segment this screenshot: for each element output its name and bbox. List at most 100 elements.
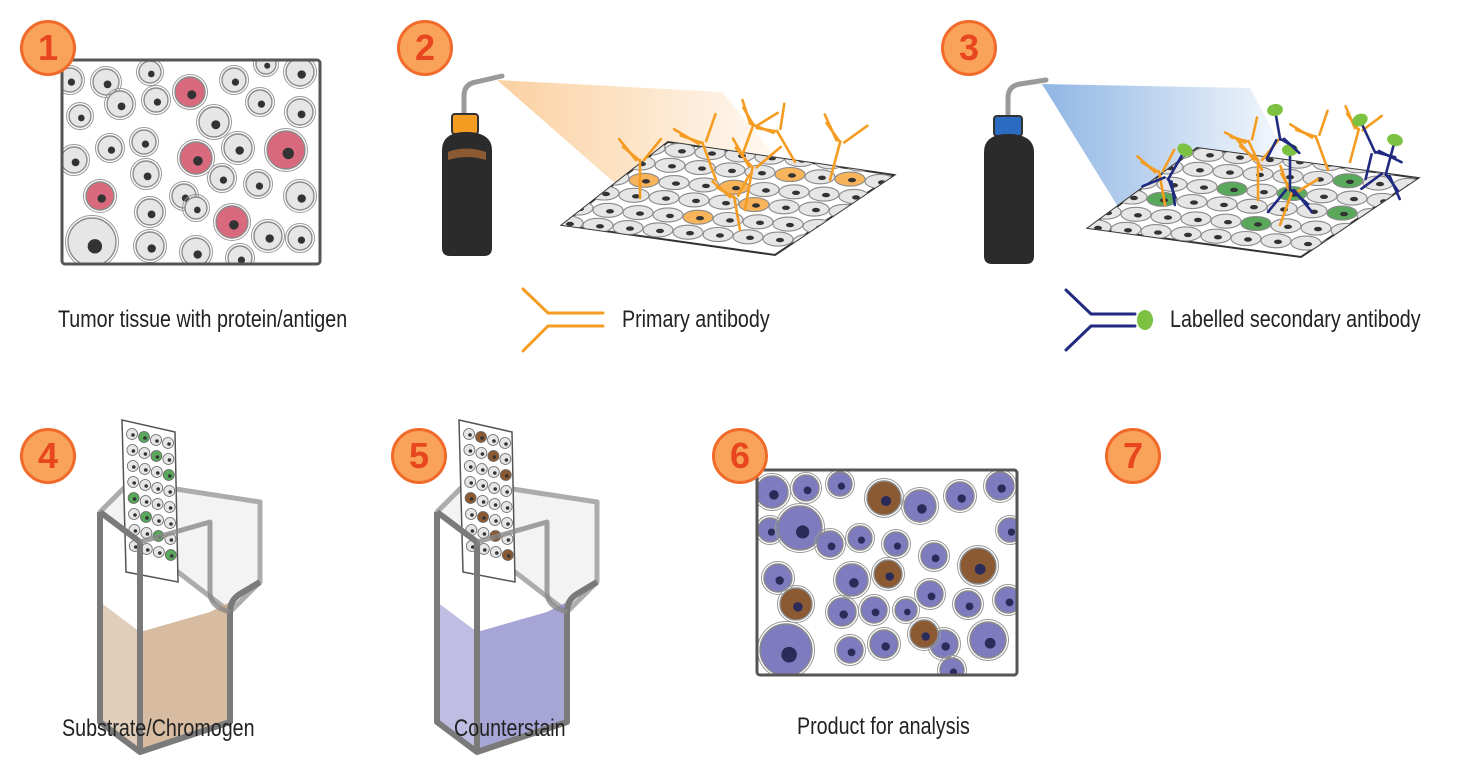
- cell-normal: [243, 169, 273, 199]
- slide-cell: [1170, 226, 1202, 242]
- brown-stained-cell: [871, 557, 905, 591]
- brown-stained-cell: [957, 545, 999, 587]
- stained-cell: [1326, 205, 1358, 221]
- slide-cell: [1336, 190, 1368, 206]
- tissue-cells: [62, 60, 317, 264]
- cell-normal: [285, 223, 315, 253]
- counterstained-cell: [943, 479, 977, 513]
- step-6-label: Product for analysis: [797, 713, 970, 740]
- cell-antigen: [177, 139, 215, 177]
- counterstained-cell: [814, 528, 846, 560]
- cell-normal: [62, 65, 85, 95]
- cell-normal: [90, 66, 122, 98]
- stained-cell: [628, 172, 660, 188]
- antibody-complexes: [1136, 103, 1403, 227]
- slide-cell: [874, 158, 894, 174]
- brown-stained-cell: [864, 478, 904, 518]
- counterstained-cell: [892, 596, 920, 624]
- cell-antigen: [83, 179, 117, 213]
- slide-cell: [792, 233, 824, 249]
- slide-cell: [1272, 168, 1304, 184]
- wash-bottle-blue: [984, 77, 1049, 264]
- slide-cell: [1186, 179, 1218, 195]
- counterstained-cell: [790, 472, 822, 504]
- slide-cell: [772, 216, 804, 232]
- slide-cell: [1270, 218, 1302, 234]
- primary-antibody: [1289, 109, 1330, 172]
- slide-cell: [658, 175, 690, 191]
- slide: [121, 419, 179, 583]
- slide-cell: [1110, 221, 1142, 237]
- slide-cell: [588, 185, 620, 201]
- primary-antibody: [1223, 116, 1264, 172]
- cell-normal: [225, 243, 255, 264]
- panel-5-staining-jar: [434, 419, 600, 755]
- slide-cell: [1120, 206, 1152, 222]
- counterstained-cell: [858, 594, 890, 626]
- slide-cell: [712, 211, 744, 228]
- slide-cell: [1330, 222, 1362, 238]
- slide-cell: [1176, 194, 1208, 210]
- cell-normal: [130, 158, 162, 190]
- slide-cell: [1246, 183, 1278, 199]
- counterstained-cell: [967, 619, 1009, 661]
- cell-normal: [196, 104, 232, 140]
- primary-antibody: [823, 113, 869, 182]
- slide-cell: [844, 156, 876, 172]
- stained-cell: [834, 171, 866, 187]
- primary-antibody: [740, 98, 779, 158]
- cell-antigen: [213, 203, 251, 241]
- cell-normal: [141, 85, 171, 115]
- panel-6-stained-tissue: [755, 468, 1019, 677]
- slide-cell: [1236, 198, 1268, 214]
- cell-normal: [65, 215, 119, 264]
- counterstained-cell: [833, 561, 871, 599]
- stained-cell: [682, 209, 714, 225]
- cell-normal: [104, 88, 136, 120]
- slide-cell: [684, 160, 716, 176]
- slide-cell: [1200, 228, 1232, 244]
- cell-antigen: [264, 128, 308, 172]
- slide-cell: [612, 220, 644, 236]
- stained-cell: [1240, 215, 1272, 232]
- wash-bottle-orange: [442, 73, 505, 256]
- slide-cell: [838, 188, 870, 204]
- step-4-badge: 4: [20, 428, 76, 484]
- counterstained-cell: [845, 523, 875, 553]
- slide-cell: [808, 186, 840, 202]
- primary-antibody: [1234, 136, 1282, 202]
- cell-normal: [179, 235, 213, 264]
- counterstained-cell: [825, 470, 855, 499]
- counterstained-cell: [825, 595, 859, 629]
- slide-cell: [1206, 196, 1238, 212]
- cell-normal: [66, 102, 94, 130]
- slide-cell: [1210, 213, 1242, 229]
- slide-cell: [664, 142, 696, 158]
- step-5-badge: 5: [391, 428, 447, 484]
- slide-cell: [778, 184, 810, 200]
- counterstained-cell: [914, 578, 946, 610]
- stained-cell: [1332, 173, 1364, 189]
- panel-2-primary-antibody: [442, 73, 897, 257]
- slide-cell: [1290, 235, 1322, 251]
- brown-stained-cell: [907, 617, 941, 651]
- primary-antibody: [1278, 164, 1319, 227]
- cell-normal: [283, 179, 317, 213]
- step-2-badge: 2: [397, 20, 453, 76]
- counterstained-cell: [757, 621, 815, 675]
- step-6-badge: 6: [712, 428, 768, 484]
- slide-cell: [648, 190, 680, 206]
- slide-cell: [1230, 230, 1262, 247]
- counterstained-cell: [834, 634, 866, 666]
- slide-cell: [1260, 233, 1292, 249]
- slide-cell: [622, 205, 654, 221]
- slide-cell: [1192, 148, 1224, 162]
- primary-antibody: [711, 173, 751, 232]
- step-7-badge: 7: [1105, 428, 1161, 484]
- slide-cell: [1182, 161, 1214, 177]
- cell-normal: [134, 196, 166, 228]
- counterstained-cell: [867, 627, 901, 661]
- cell-normal: [284, 96, 316, 128]
- counterstained-cell: [995, 515, 1017, 545]
- slide-cell: [864, 173, 894, 189]
